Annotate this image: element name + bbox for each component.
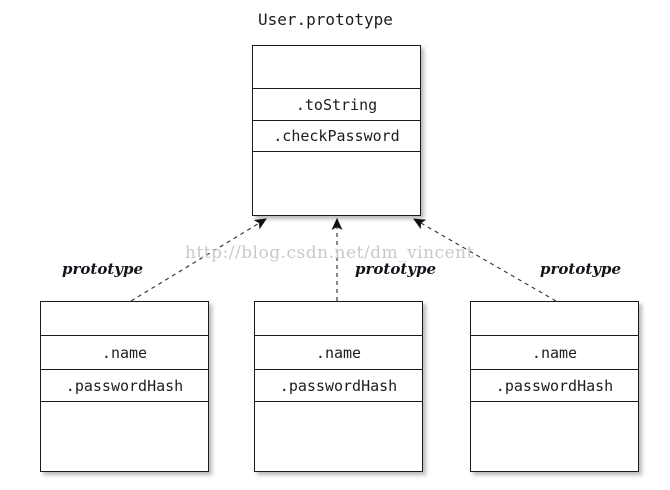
prototype-box[interactable]: .toString .checkPassword bbox=[252, 45, 421, 216]
instance-middle-row-footer bbox=[255, 401, 422, 471]
instance-middle-row-name[interactable]: .name bbox=[255, 335, 422, 369]
instance-middle-row-passwordhash[interactable]: .passwordHash bbox=[255, 369, 422, 401]
instance-middle-row-header bbox=[255, 302, 422, 335]
instance-right-row-header bbox=[471, 302, 638, 335]
prototype-row-checkpassword[interactable]: .checkPassword bbox=[253, 120, 420, 151]
edge-label-right: prototype bbox=[540, 260, 622, 278]
prototype-box-title: User.prototype bbox=[258, 10, 393, 29]
instance-left-row-footer bbox=[41, 401, 208, 471]
connector-right bbox=[413, 218, 557, 302]
prototype-row-tostring[interactable]: .toString bbox=[253, 88, 420, 120]
instance-box-middle[interactable]: .name .passwordHash bbox=[254, 301, 423, 472]
instance-right-row-passwordhash[interactable]: .passwordHash bbox=[471, 369, 638, 401]
instance-box-right[interactable]: .name .passwordHash bbox=[470, 301, 639, 472]
instance-right-row-footer bbox=[471, 401, 638, 471]
connector-left bbox=[130, 218, 267, 302]
instance-left-row-header bbox=[41, 302, 208, 335]
prototype-row-footer bbox=[253, 151, 420, 215]
instance-box-left[interactable]: .name .passwordHash bbox=[40, 301, 209, 472]
edge-label-middle: prototype bbox=[355, 260, 437, 278]
instance-right-row-name[interactable]: .name bbox=[471, 335, 638, 369]
prototype-row-header bbox=[253, 46, 420, 88]
edge-label-left: prototype bbox=[62, 260, 144, 278]
instance-left-row-passwordhash[interactable]: .passwordHash bbox=[41, 369, 208, 401]
instance-left-row-name[interactable]: .name bbox=[41, 335, 208, 369]
